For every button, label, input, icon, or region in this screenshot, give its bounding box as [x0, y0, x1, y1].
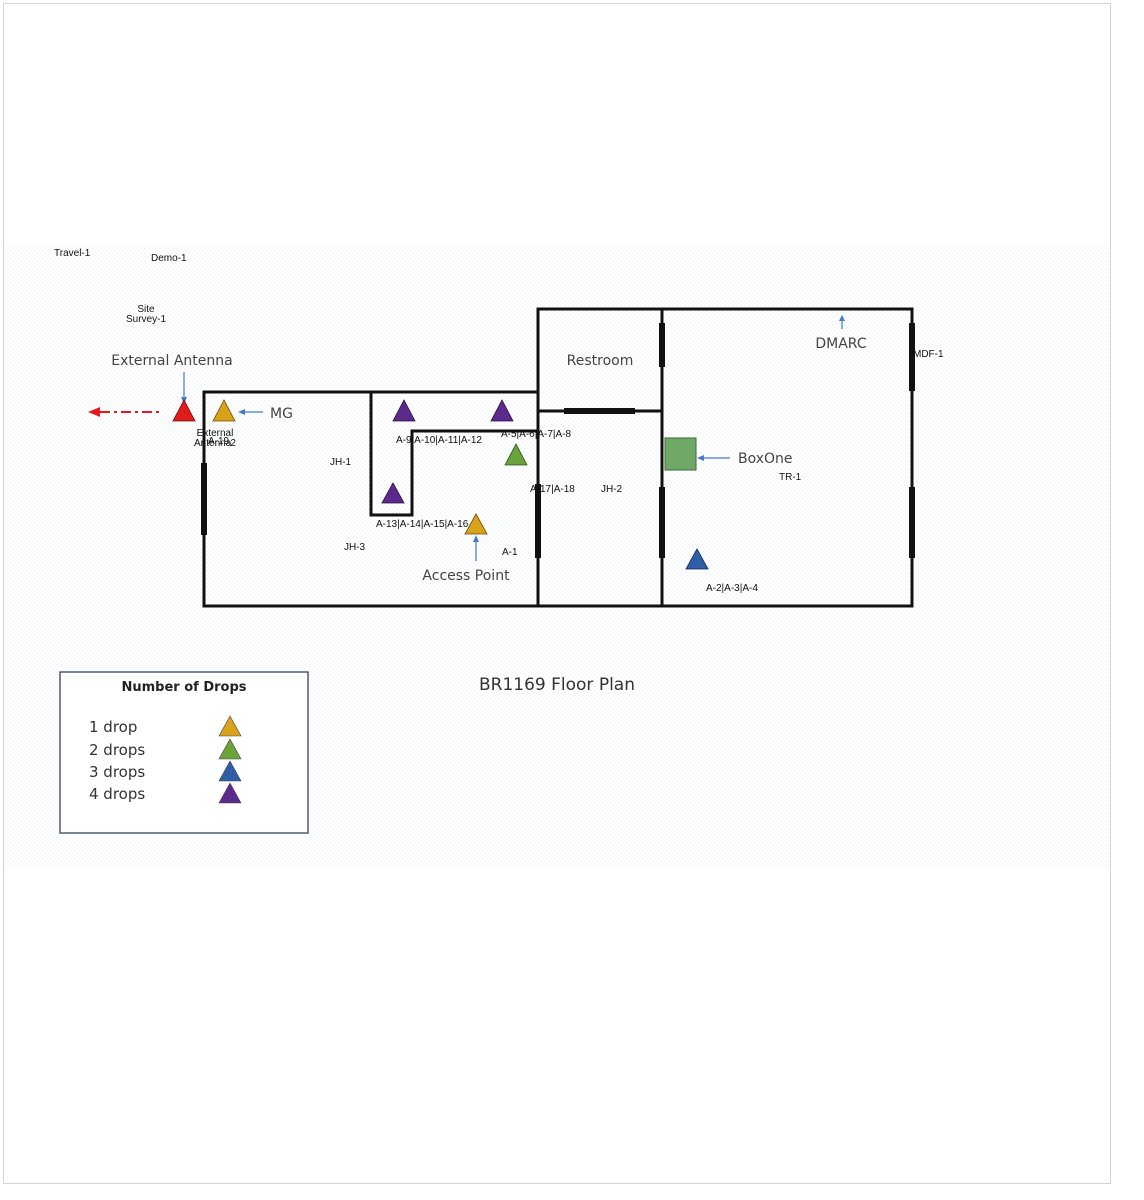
external-antenna-marker	[172, 399, 196, 422]
legend-triangle	[218, 715, 242, 737]
legend: Number of Drops 1 drop 2 drops 3 drops 4…	[59, 671, 309, 834]
drop-marker-a5-a8	[490, 399, 514, 422]
legend-item: 3 drops	[89, 760, 242, 782]
label-a5-a8: A-5|A-6|A-7|A-8	[501, 429, 571, 440]
page-title: BR1169 Floor Plan	[479, 675, 635, 695]
label-a2-short: -2	[227, 438, 236, 449]
legend-label: 3 drops	[89, 763, 145, 781]
arrow-to-dmarc	[839, 315, 845, 329]
label-tr1: TR-1	[779, 472, 802, 483]
drop-marker-a13-a16	[381, 482, 405, 504]
label-a19: A-19	[208, 436, 230, 447]
legend-box	[59, 671, 309, 834]
label-external-line1: External	[197, 428, 234, 439]
legend-item: 2 drops	[89, 738, 242, 760]
label-external-line2: Antenna	[194, 438, 232, 449]
label-a2-a4: A-2|A-3|A-4	[706, 583, 758, 594]
label-dmarc: DMARC	[815, 336, 866, 352]
label-a9-a12: A-9|A-10|A-11|A-12	[396, 435, 482, 446]
legend-triangle	[218, 738, 242, 760]
legend-label: 2 drops	[89, 741, 145, 759]
node-labels: Travel-1 Demo-1 Site Survey-1 External A…	[54, 248, 944, 594]
external-link-arrow	[88, 407, 162, 417]
doors	[201, 323, 915, 558]
label-boxone: BoxOne	[738, 451, 793, 467]
label-mdf: MDF-1	[913, 349, 944, 360]
boxone-device	[664, 437, 697, 471]
mg-drop-marker	[212, 399, 236, 422]
label-site-line2: Survey-1	[126, 314, 166, 325]
drop-marker-a17-a18	[504, 443, 528, 466]
label-mg: MG	[270, 406, 293, 422]
legend-triangle	[218, 760, 242, 782]
label-a17-a18: A-17|A-18	[530, 484, 575, 495]
legend-label: 4 drops	[89, 785, 145, 803]
callout-labels: External Antenna MG Restroom DMARC BoxOn…	[111, 336, 867, 584]
arrow-to-boxone	[697, 455, 730, 461]
legend-item: 4 drops	[89, 782, 242, 804]
legend-title: Number of Drops	[121, 680, 246, 695]
access-point-marker	[464, 513, 488, 535]
label-site-line1: Site	[137, 304, 155, 315]
arrow-to-access-point	[473, 535, 479, 561]
drop-markers	[172, 399, 709, 570]
label-travel: Travel-1	[54, 248, 91, 259]
label-jh2: JH-2	[601, 484, 623, 495]
legend-triangle	[218, 782, 242, 804]
label-jh3: JH-3	[344, 542, 366, 553]
label-external-antenna: External Antenna	[111, 353, 232, 369]
legend-label: 1 drop	[89, 718, 137, 736]
arrow-to-mg	[238, 409, 263, 415]
drop-marker-a9-a12	[392, 399, 416, 422]
label-a13-a16: A-13|A-14|A-15|A-16	[376, 519, 469, 530]
label-restroom: Restroom	[567, 353, 634, 369]
legend-item: 1 drop	[89, 715, 242, 737]
label-a1: A-1	[502, 547, 518, 558]
label-demo: Demo-1	[151, 253, 187, 264]
label-jh1: JH-1	[330, 457, 352, 468]
drop-marker-a2-a4	[685, 548, 709, 570]
label-access-point: Access Point	[422, 568, 510, 584]
